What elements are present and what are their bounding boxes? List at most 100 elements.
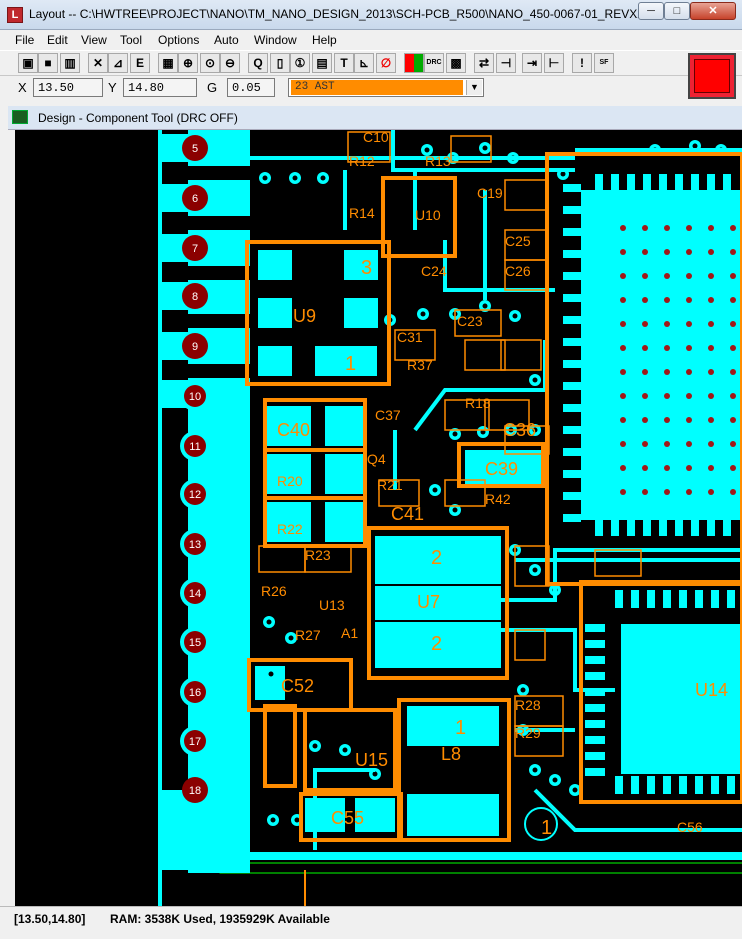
save-icon[interactable]: ■ (38, 53, 58, 73)
bga-dot (730, 441, 736, 447)
bga-dot (664, 417, 670, 423)
passive-outline (504, 259, 548, 291)
bga-dot (730, 249, 736, 255)
ic-pin (659, 174, 667, 190)
ref-label: C52 (281, 676, 314, 696)
ref-label: C31 (397, 329, 423, 345)
online-drc-icon[interactable]: ⊢ (544, 53, 564, 73)
ref-label: R29 (515, 725, 541, 741)
layer-color-indicator[interactable] (688, 53, 736, 99)
ic-pin (675, 520, 683, 536)
shove-icon[interactable]: ⊣ (496, 53, 516, 73)
text-icon[interactable]: T (334, 53, 354, 73)
ref-label: R27 (295, 627, 321, 643)
passive-outline (444, 479, 486, 507)
ref-label: U14 (695, 680, 728, 700)
ref-label: C24 (421, 263, 447, 279)
ic-pin (563, 382, 581, 390)
menu-edit[interactable]: Edit (47, 33, 68, 47)
bga-dot (642, 273, 648, 279)
drc-icon[interactable]: DRC (424, 53, 444, 73)
menu-auto[interactable]: Auto (214, 33, 239, 47)
error-icon[interactable]: ∅ (376, 53, 396, 73)
post-icon[interactable]: SF (594, 53, 614, 73)
menu-bar: File Edit View Tool Options Auto Window … (0, 30, 742, 50)
reconnect-icon[interactable]: ▩ (446, 53, 466, 73)
design-window-icon[interactable] (12, 110, 28, 124)
ref-label: R20 (277, 473, 303, 489)
ic-pin (563, 404, 581, 412)
ic-pin (647, 776, 655, 794)
spreadsheet-icon[interactable]: ▦ (158, 53, 178, 73)
close-button[interactable]: ✕ (690, 2, 736, 20)
menu-tool[interactable]: Tool (120, 33, 143, 47)
app-icon[interactable]: L (7, 7, 23, 23)
ic-pin (563, 492, 581, 500)
window-title: Layout -- C:\HWTREE\PROJECT\NANO\TM_NANO… (29, 7, 668, 21)
component-icon[interactable]: ▯ (270, 53, 290, 73)
bga-dot (642, 417, 648, 423)
cap-pad (267, 406, 311, 446)
ic-pin (563, 470, 581, 478)
strategy-icon[interactable]: ! (572, 53, 592, 73)
edit-icon[interactable]: E (130, 53, 150, 73)
finger-gap (188, 314, 250, 328)
passive-outline (450, 135, 492, 163)
connector-pad (182, 185, 208, 211)
pin-icon[interactable]: ① (290, 53, 310, 73)
u7-pad-2 (375, 536, 501, 584)
connector-pin-number: 13 (189, 539, 201, 551)
maximize-button[interactable]: □ (664, 2, 690, 20)
menu-help[interactable]: Help (312, 33, 337, 47)
layer-dropdown[interactable]: 23 AST ▼ (288, 78, 484, 97)
passive-outline (504, 179, 548, 211)
bga-dot (730, 273, 736, 279)
connector-pad (184, 483, 206, 505)
zoom-out-icon[interactable]: ⊖ (220, 53, 240, 73)
grid-field[interactable]: 0.05 (227, 78, 275, 97)
ic-pin (611, 520, 619, 536)
autoroute-icon[interactable]: ⇄ (474, 53, 494, 73)
finger-gap (188, 364, 250, 378)
chevron-down-icon[interactable]: ▼ (466, 80, 482, 95)
ic-pin (585, 624, 605, 632)
connector-pin-number: 6 (192, 193, 198, 205)
ic-pin (643, 174, 651, 190)
via-hole (482, 145, 488, 151)
color-icon[interactable]: ▚ (404, 53, 424, 73)
bga-dot (686, 417, 692, 423)
bga-dot (686, 441, 692, 447)
via-hole (288, 635, 294, 641)
y-coordinate-field[interactable]: 14.80 (123, 78, 197, 97)
connector-pin-number: 7 (192, 243, 198, 255)
menu-options[interactable]: Options (158, 33, 200, 47)
u9-pad (315, 346, 377, 376)
find-icon[interactable]: ⊿ (108, 53, 128, 73)
delete-icon[interactable]: ✕ (88, 53, 108, 73)
zoom-in-icon[interactable]: ⊕ (178, 53, 198, 73)
ref-label: C40 (277, 420, 310, 440)
via-hole (532, 377, 538, 383)
bga-dot (642, 297, 648, 303)
open-icon[interactable]: ▣ (18, 53, 38, 73)
library-icon[interactable]: ▥ (60, 53, 80, 73)
menu-view[interactable]: View (81, 33, 107, 47)
menu-window[interactable]: Window (254, 33, 297, 47)
bga-dot (642, 225, 648, 231)
x-coordinate-field[interactable]: 13.50 (33, 78, 103, 97)
u9-pad (344, 298, 378, 328)
ic-pin (585, 752, 605, 760)
zoom-all-icon[interactable]: ⊙ (200, 53, 220, 73)
minimize-button[interactable]: ─ (638, 2, 664, 20)
obstacle-icon[interactable]: ▤ (312, 53, 332, 73)
via-hole (342, 747, 348, 753)
ref-label: C39 (485, 459, 518, 479)
menu-file[interactable]: File (15, 33, 35, 47)
query-icon[interactable]: Q (248, 53, 268, 73)
swap-icon[interactable]: ⇥ (522, 53, 542, 73)
toolbar: ▣■▥ ✕⊿E ▦⊕⊙⊖ Q▯①▤T⊾∅ ▚DRC▩ ⇄⊣ ⇥⊢!SF (0, 50, 742, 76)
connection-icon[interactable]: ⊾ (354, 53, 374, 73)
via-hole (294, 817, 300, 823)
